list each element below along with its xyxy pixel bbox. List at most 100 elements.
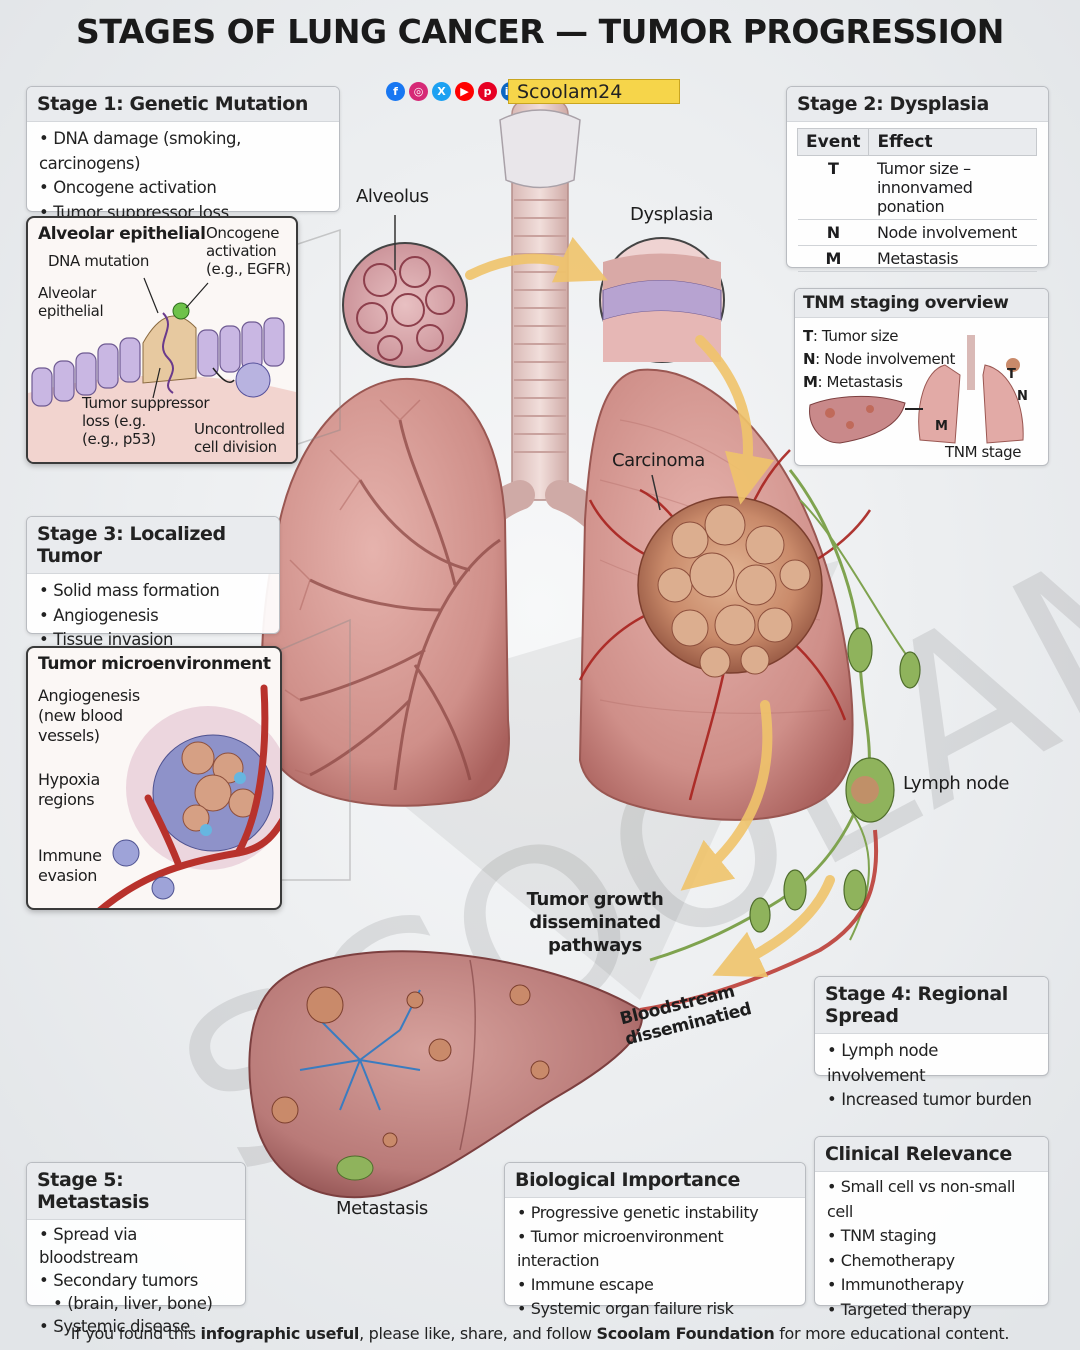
stage5-heading: Stage 5: Metastasis — [27, 1163, 245, 1220]
stage4-item: Lymph node involvement — [827, 1039, 1038, 1088]
stage3-item: Angiogenesis — [39, 604, 269, 629]
alveolar-epithelial-inset: Alveolar epithelial DNA mutation Alveola… — [26, 216, 298, 464]
inset3-title: Tumor microenvironment — [38, 654, 271, 674]
effect-line: innonvamed ponation — [876, 178, 973, 216]
stage3-item: Solid mass formation — [39, 579, 269, 604]
tnm-text: : Node involvement — [815, 350, 955, 368]
stage5-box: Stage 5: Metastasis Spread via bloodstre… — [26, 1162, 246, 1336]
alveolar-epithelial-line: Alveolar — [38, 284, 97, 302]
tnm-line: N: Node involvement — [803, 350, 955, 368]
microenvironment-drawing — [97, 684, 280, 908]
stage3-box: Stage 3: Localized Tumor Solid mass form… — [26, 516, 280, 649]
alveolus-label: Alveolus — [356, 186, 429, 207]
brand-badge[interactable]: Scoolam24 — [508, 79, 680, 104]
stage5-item: Spread via bloodstream — [39, 1223, 235, 1269]
footer-bold-1: infographic useful — [200, 1324, 360, 1343]
carcinoma-tumor — [578, 449, 872, 801]
stage4-box: Stage 4: Regional Spread Lymph node invo… — [814, 976, 1049, 1109]
dysplasia-magnifier — [599, 237, 725, 363]
biological-importance-box: Biological Importance Progressive geneti… — [504, 1162, 806, 1318]
stage2-heading: Stage 2: Dysplasia — [787, 87, 1048, 122]
tnm-line: M: Metastasis — [803, 373, 903, 391]
tnm-text: : Tumor size — [812, 327, 899, 345]
bloodstream-vessel — [639, 829, 879, 1012]
hypoxia-line: Hypoxia — [38, 770, 100, 789]
tumor-suppressor-line: loss (e.g. — [82, 412, 146, 430]
table-header-event: Event — [796, 128, 870, 156]
alveolus-magnifier — [342, 242, 468, 368]
tnm-key: N — [803, 350, 816, 368]
clinical-relevance-box: Clinical Relevance Small cell vs non-sma… — [814, 1136, 1049, 1319]
tumor-growth-label: Tumor growth disseminated pathways — [490, 888, 700, 957]
facebook-icon[interactable]: f — [386, 82, 405, 101]
tumor-growth-line: Tumor growth — [526, 889, 664, 910]
tumor-suppressor-line: Tumor suppressor — [82, 394, 210, 412]
oncogene-line: Oncogene — [206, 224, 280, 242]
tnm-stage-label: TNM stage — [945, 443, 1022, 461]
stage3-heading: Stage 3: Localized Tumor — [27, 517, 279, 574]
uncontrolled-division-line: cell division — [194, 438, 277, 456]
angiogenesis-line: vessels) — [38, 726, 100, 745]
stage5-item: Secondary tumors — [39, 1269, 235, 1292]
effect-cell: Tumor size –innonvamed ponation — [868, 155, 1037, 220]
brand-name: Scoolam24 — [517, 80, 623, 103]
footer-mid: , please like, share, and follow — [359, 1324, 597, 1343]
social-icons: f ◎ X ▶ p in — [386, 82, 520, 101]
inset1-title: Alveolar epithelial — [38, 224, 206, 244]
lymph-node-label: Lymph node — [903, 773, 1010, 794]
footer-bold-2[interactable]: Scoolam Foundation — [596, 1324, 775, 1343]
x-icon[interactable]: X — [432, 82, 451, 101]
immune-evasion-line: Immune — [38, 846, 102, 865]
label-pointers — [279, 215, 661, 881]
oncogene-line: (e.g., EGFR) — [206, 260, 291, 278]
stage1-item: DNA damage (smoking, carcinogens) — [39, 127, 329, 176]
carcinoma-label: Carcinoma — [612, 450, 705, 471]
footer-post: for more educational content. — [774, 1324, 1010, 1343]
stage1-item: Oncogene activation — [39, 176, 329, 201]
uncontrolled-division-line: Uncontrolled — [194, 420, 285, 438]
tumor-suppressor-line: (e.g., p53) — [82, 430, 156, 448]
table-header-effect: Effect — [868, 128, 1037, 156]
stage1-heading: Stage 1: Genetic Mutation — [27, 87, 339, 122]
oncogene-line: activation — [206, 242, 277, 260]
bio-item: Systemic organ failure risk — [517, 1297, 795, 1321]
immune-evasion-line: evasion — [38, 866, 98, 885]
stage4-item: Increased tumor burden — [827, 1088, 1038, 1113]
oncogene-label: Oncogene activation (e.g., EGFR) — [206, 224, 291, 278]
stage5-item: Systemic disease — [39, 1315, 235, 1338]
bio-item: Immune escape — [517, 1273, 795, 1297]
tnm-line: T: Tumor size — [803, 327, 898, 345]
tumor-suppressor-label: Tumor suppressor loss (e.g. (e.g., p53) — [82, 394, 210, 448]
footer-text: If you found this infographic useful, pl… — [0, 1324, 1080, 1343]
tnm-mark-t: T — [1007, 367, 1016, 382]
tnm-mark-m: M — [935, 419, 948, 434]
stage1-box: Stage 1: Genetic Mutation DNA damage (sm… — [26, 86, 340, 222]
angiogenesis-line: (new blood — [38, 706, 123, 725]
effect-cell: Node involvement — [868, 219, 1037, 246]
hypoxia-label: Hypoxia regions — [38, 770, 100, 810]
stage4-heading: Stage 4: Regional Spread — [815, 977, 1048, 1034]
stage3-item: Tissue invasion — [39, 628, 269, 653]
angiogenesis-label: Angiogenesis (new blood vessels) — [38, 686, 140, 746]
clinical-item: Targeted therapy — [827, 1298, 1038, 1323]
stage5-item: (brain, liver, bone) — [39, 1292, 235, 1315]
metastasis-label: Metastasis — [336, 1198, 428, 1219]
instagram-icon[interactable]: ◎ — [409, 82, 428, 101]
youtube-icon[interactable]: ▶ — [455, 82, 474, 101]
tumor-growth-line: disseminated pathways — [529, 912, 661, 956]
alveolar-epithelial-label: Alveolar epithelial — [38, 284, 104, 320]
tumor-microenvironment-inset: Tumor microenvironment Angiogenesis (new… — [26, 646, 282, 910]
hypoxia-line: regions — [38, 790, 95, 809]
left-lung — [260, 377, 510, 807]
clinical-item: Small cell vs non-small cell — [827, 1175, 1038, 1224]
bio-item: Tumor microenvironment interaction — [517, 1225, 795, 1273]
alveolar-epithelial-line: epithelial — [38, 302, 104, 320]
pinterest-icon[interactable]: p — [478, 82, 497, 101]
dna-mutation-label: DNA mutation — [48, 252, 149, 270]
event-cell: M — [797, 245, 869, 272]
lymph-chain — [649, 469, 921, 962]
